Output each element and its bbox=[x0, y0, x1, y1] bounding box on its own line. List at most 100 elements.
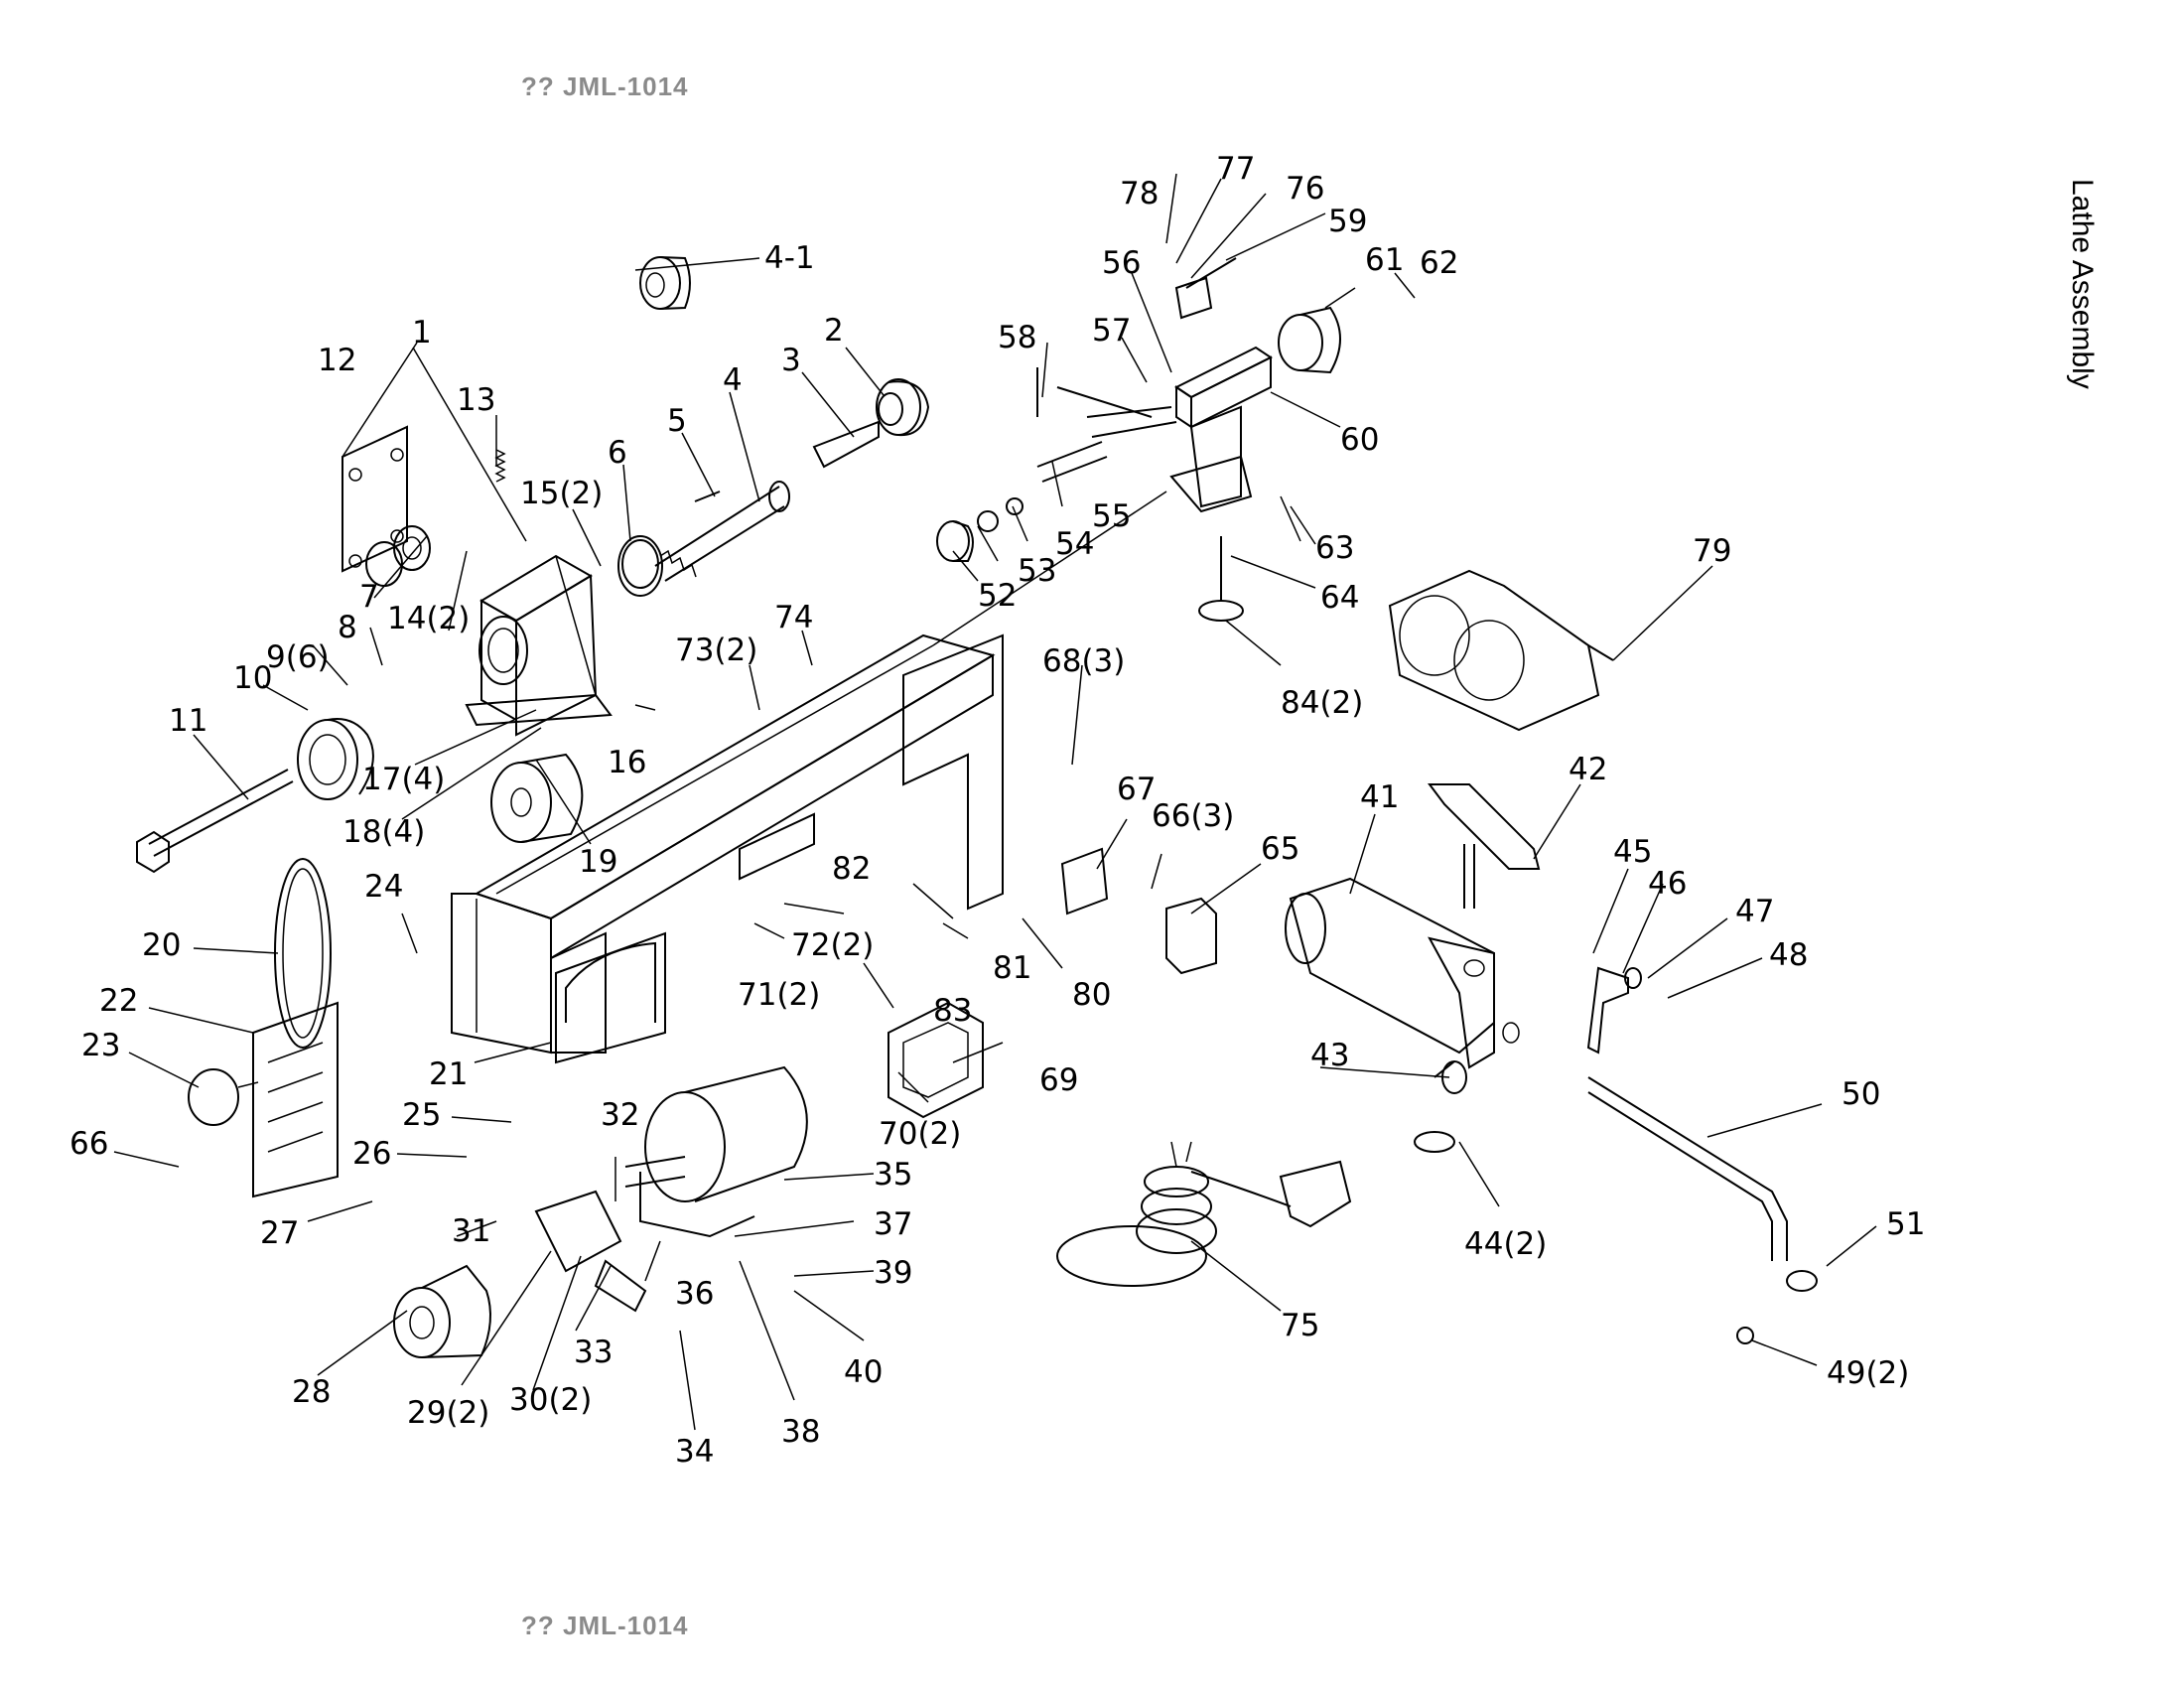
headstock bbox=[465, 554, 613, 737]
callout-54: 54 bbox=[1055, 526, 1094, 562]
model-number-top: ?? JML-1014 bbox=[521, 71, 689, 101]
callout-42: 42 bbox=[1569, 752, 1607, 787]
callout-22: 22 bbox=[99, 983, 138, 1019]
callout-25: 25 bbox=[402, 1097, 441, 1133]
callout-84: 84(2) bbox=[1281, 685, 1363, 721]
callout-64: 64 bbox=[1320, 580, 1359, 616]
callout-7: 7 bbox=[359, 579, 379, 615]
callout-6: 6 bbox=[608, 435, 627, 471]
tool-rest bbox=[1428, 783, 1541, 909]
callout-14: 14(2) bbox=[387, 601, 470, 636]
callout-77: 77 bbox=[1216, 151, 1255, 187]
callout-74: 74 bbox=[774, 600, 813, 635]
callout-51: 51 bbox=[1886, 1206, 1925, 1242]
callout-18: 18(4) bbox=[342, 814, 425, 850]
callout-40: 40 bbox=[844, 1354, 883, 1390]
callout-24: 24 bbox=[364, 869, 403, 905]
callout-1: 1 bbox=[412, 315, 432, 351]
callout-34: 34 bbox=[675, 1434, 714, 1470]
callout-49: 49(2) bbox=[1827, 1355, 1909, 1391]
tailstock bbox=[936, 257, 1341, 622]
callout-58: 58 bbox=[998, 320, 1036, 355]
callout-31: 31 bbox=[452, 1213, 490, 1249]
callout-15: 15(2) bbox=[520, 476, 603, 511]
callout-28: 28 bbox=[292, 1374, 331, 1410]
callout-68: 68(3) bbox=[1042, 643, 1125, 679]
drive-pulley-28 bbox=[393, 1264, 491, 1358]
callout-39: 39 bbox=[874, 1255, 912, 1291]
callout-79: 79 bbox=[1693, 533, 1731, 569]
callout-76: 76 bbox=[1286, 171, 1324, 207]
callout-47: 47 bbox=[1735, 894, 1774, 929]
callout-66: 66 bbox=[69, 1126, 108, 1162]
callout-8: 8 bbox=[338, 610, 357, 645]
callout-80: 80 bbox=[1072, 977, 1111, 1013]
front-plate bbox=[188, 1001, 339, 1198]
tool-rest-bar bbox=[1587, 1076, 1818, 1344]
callout-11: 11 bbox=[169, 703, 207, 739]
callout-38: 38 bbox=[781, 1414, 820, 1450]
callout-48: 48 bbox=[1769, 937, 1808, 973]
callout-78: 78 bbox=[1120, 176, 1159, 211]
callout-26: 26 bbox=[352, 1136, 391, 1172]
callout-67: 67 bbox=[1117, 772, 1156, 807]
callout-32: 32 bbox=[601, 1097, 639, 1133]
callout-70: 70(2) bbox=[879, 1116, 961, 1152]
callout-16: 16 bbox=[608, 745, 646, 780]
callout-13: 13 bbox=[457, 382, 495, 418]
callout-19: 19 bbox=[579, 844, 617, 880]
callout-60: 60 bbox=[1340, 422, 1379, 458]
diagram-title: Lathe Assembly bbox=[2066, 179, 2099, 389]
motor-plate bbox=[534, 1190, 622, 1273]
callout-37: 37 bbox=[874, 1206, 912, 1242]
power-cord bbox=[1056, 1141, 1352, 1287]
callout-4: 4 bbox=[723, 362, 743, 398]
callout-17: 17(4) bbox=[362, 762, 445, 797]
junction-box bbox=[887, 1001, 984, 1119]
callout-9: 9(6) bbox=[266, 639, 330, 675]
callout-65: 65 bbox=[1261, 831, 1299, 867]
callout-10: 10 bbox=[233, 660, 272, 696]
safety-glasses bbox=[1388, 569, 1614, 732]
callout-12: 12 bbox=[318, 343, 356, 378]
callout-83: 83 bbox=[933, 993, 972, 1029]
callout-52: 52 bbox=[978, 578, 1017, 614]
callout-41: 41 bbox=[1360, 779, 1399, 815]
callout-33: 33 bbox=[574, 1335, 613, 1370]
callout-46: 46 bbox=[1648, 866, 1687, 902]
callout-53: 53 bbox=[1018, 553, 1056, 589]
callout-2: 2 bbox=[824, 313, 844, 349]
callout-63: 63 bbox=[1315, 530, 1354, 566]
callout-4-1: 4-1 bbox=[764, 240, 815, 276]
callout-43: 43 bbox=[1310, 1038, 1349, 1073]
callout-72: 72(2) bbox=[791, 927, 874, 963]
callout-20: 20 bbox=[142, 927, 181, 963]
callout-3: 3 bbox=[781, 343, 801, 378]
callout-57: 57 bbox=[1092, 313, 1131, 349]
callout-69: 69 bbox=[1039, 1062, 1078, 1098]
leader-lines bbox=[113, 173, 1877, 1431]
lock-handle bbox=[1586, 966, 1642, 1055]
callout-29: 29(2) bbox=[407, 1395, 489, 1431]
callout-50: 50 bbox=[1842, 1076, 1880, 1112]
motor bbox=[624, 1065, 808, 1238]
callout-45: 45 bbox=[1613, 834, 1652, 870]
callout-82: 82 bbox=[832, 851, 871, 887]
switch-box bbox=[1060, 847, 1217, 975]
callout-27: 27 bbox=[260, 1215, 299, 1251]
callout-66-3: 66(3) bbox=[1152, 798, 1234, 834]
tool-rest-base bbox=[1285, 877, 1520, 1069]
motor-pulley-19 bbox=[490, 753, 584, 843]
callout-23: 23 bbox=[81, 1028, 120, 1063]
callout-44: 44(2) bbox=[1464, 1226, 1547, 1262]
callout-62: 62 bbox=[1420, 245, 1458, 281]
lathe-bed bbox=[451, 491, 1167, 1064]
callout-21: 21 bbox=[429, 1056, 468, 1092]
callout-30: 30(2) bbox=[509, 1382, 592, 1418]
callout-81: 81 bbox=[993, 950, 1031, 986]
callout-73: 73(2) bbox=[675, 633, 757, 668]
callout-55: 55 bbox=[1092, 498, 1131, 534]
callout-35: 35 bbox=[874, 1157, 912, 1193]
